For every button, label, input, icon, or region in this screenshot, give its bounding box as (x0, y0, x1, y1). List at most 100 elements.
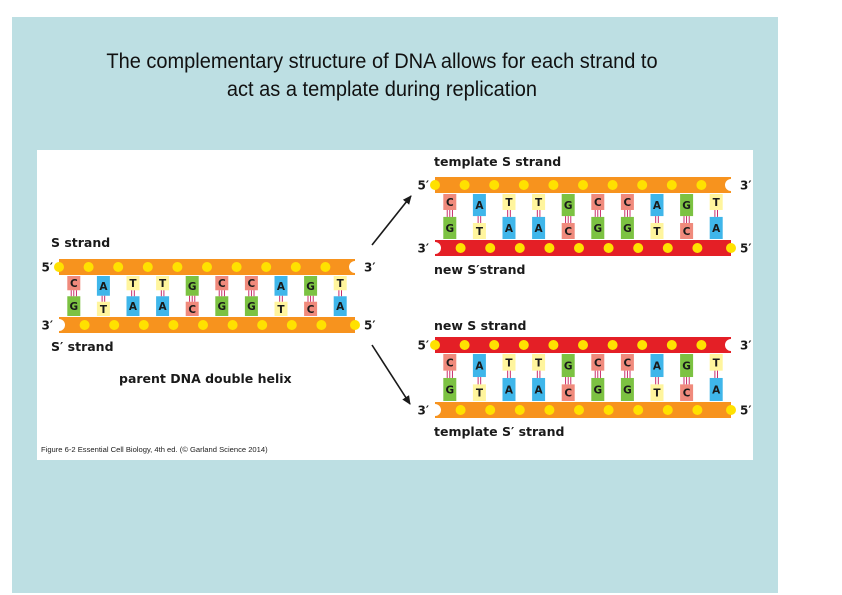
base-A (333, 296, 347, 316)
base-letter-T: T (476, 226, 484, 238)
base-letter-C: C (218, 278, 226, 290)
parent-bottom-phosphate-dot (79, 320, 90, 330)
base-G (67, 296, 81, 316)
daughter2-bottom-phosphate-dot (633, 405, 644, 415)
daughter2-top-phosphate-dot (518, 340, 529, 350)
base-T (709, 194, 723, 210)
daughter2-bottom-phosphate-dot (485, 405, 496, 415)
base-G (620, 377, 634, 401)
base-G (591, 216, 605, 239)
base-letter-G: G (306, 281, 315, 293)
base-letter-A: A (277, 281, 286, 293)
base-A (502, 216, 516, 239)
base-letter-C: C (683, 388, 691, 400)
base-letter-G: G (445, 223, 454, 235)
base-C (443, 354, 457, 371)
daughter2-base-pair: GC (561, 354, 575, 401)
daughter2-top-strand-label: new S strand (434, 318, 527, 333)
base-letter-G: G (682, 200, 691, 212)
base-A (126, 296, 140, 316)
base-letter-T: T (277, 304, 285, 316)
parent-base-pair: CG (215, 276, 229, 316)
base-T (96, 301, 110, 316)
base-A (532, 377, 546, 401)
daughter1-top-phosphate-dot (578, 180, 588, 190)
base-G (680, 354, 694, 378)
daughter1-base-pair: CG (620, 194, 634, 239)
daughter1-top-phosphate-dot (459, 180, 470, 190)
parent-base-pair: TA (333, 276, 347, 316)
daughter2-bottom-strand-label: template S′ strand (434, 424, 564, 439)
parent-bottom-phosphate-dot (286, 320, 297, 330)
figure-credit: Figure 6-2 Essential Cell Biology, 4th e… (41, 445, 268, 454)
base-A (156, 296, 170, 316)
daughter2-top-phosphate-dot (489, 340, 500, 350)
base-C (680, 384, 694, 401)
base-letter-C: C (446, 197, 454, 209)
base-T (472, 384, 486, 401)
daughter1-bottom-phosphate-dot (662, 243, 673, 253)
parent-bottom-phosphate-dot (227, 320, 238, 330)
parent-bottom-left-end-label: 3′ (41, 319, 53, 333)
daughter2-bottom-phosphate-dot (662, 405, 673, 415)
daughter1-base-pair: TA (532, 194, 546, 239)
daughter1-bottom-phosphate-dot (726, 243, 736, 253)
parent-base-pair: AT (96, 276, 110, 316)
base-C (304, 301, 318, 316)
parent-bottom-phosphate-dot (350, 320, 360, 330)
base-G (304, 276, 318, 296)
daughter2-bottom-right-end-label: 5′ (740, 404, 752, 418)
parent-bottom-phosphate-dot (198, 320, 208, 330)
base-letter-T: T (535, 197, 543, 209)
base-A (650, 194, 664, 217)
base-letter-T: T (713, 357, 721, 369)
base-letter-A: A (505, 384, 514, 396)
daughter1-top-phosphate-dot (489, 180, 500, 190)
parent-base-pair: CG (67, 276, 81, 316)
daughter1-bottom-phosphate-dot (603, 243, 614, 253)
base-letter-C: C (307, 304, 315, 316)
parent-bottom-strand-label: S′ strand (51, 339, 114, 354)
daughter1-base-pair: GC (680, 194, 694, 239)
base-letter-G: G (564, 200, 573, 212)
base-letter-T: T (476, 388, 484, 400)
base-G (443, 216, 457, 239)
parent-base-pair: TA (156, 276, 170, 316)
parent-helix-caption: parent DNA double helix (119, 371, 292, 386)
daughter2-top-phosphate-dot (578, 340, 588, 350)
daughter1-base-pair: CG (591, 194, 605, 239)
daughter2-bottom-phosphate-dot (692, 405, 703, 415)
daughter2-top-phosphate-dot (459, 340, 470, 350)
base-T (126, 276, 140, 291)
base-letter-T: T (505, 357, 513, 369)
base-G (215, 296, 229, 316)
parent-top-phosphate-dot (202, 262, 212, 272)
base-G (561, 194, 575, 217)
daughter1-bottom-phosphate-dot (692, 243, 703, 253)
parent-top-phosphate-dot (54, 262, 64, 272)
daughter2-bottom-phosphate-dot (514, 405, 525, 415)
base-letter-A: A (475, 361, 484, 373)
base-letter-G: G (593, 223, 602, 235)
base-A (472, 354, 486, 378)
base-letter-A: A (99, 281, 108, 293)
base-letter-G: G (593, 384, 602, 396)
daughter1-bottom-strand-label: new S′strand (434, 262, 525, 277)
base-letter-G: G (247, 301, 256, 313)
parent-base-pair: TA (126, 276, 140, 316)
base-A (96, 276, 110, 296)
parent-top-phosphate-dot (261, 262, 272, 272)
dna-replication-figure: S strand S′ strand parent DNA double hel… (37, 150, 753, 460)
daughter2-base-pair: AT (650, 354, 664, 401)
base-letter-C: C (594, 357, 602, 369)
base-letter-A: A (653, 361, 662, 373)
daughter2-top-phosphate-dot (666, 340, 677, 350)
base-letter-T: T (159, 278, 167, 290)
base-letter-C: C (624, 357, 632, 369)
base-G (591, 377, 605, 401)
base-letter-G: G (217, 301, 226, 313)
daughter2-top-phosphate-dot (696, 340, 707, 350)
daughter1-bottom-phosphate-dot (514, 243, 525, 253)
daughter1-bottom-phosphate-dot (633, 243, 644, 253)
